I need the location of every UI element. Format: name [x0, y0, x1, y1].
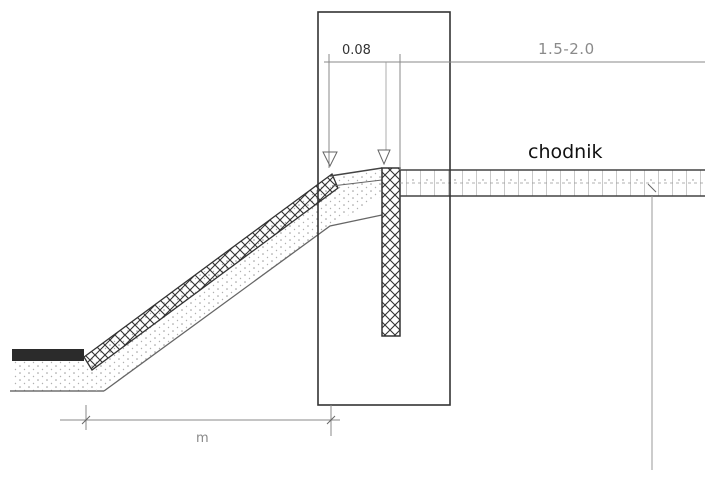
slope-lining: [83, 172, 339, 371]
dimension-bottom: [60, 405, 340, 436]
slope-body: [86, 170, 382, 391]
kerb-plate: [381, 167, 401, 337]
sidewalk-width-label: 1.5-2.0: [538, 40, 595, 58]
kerb-dimension-label: 0.08: [342, 43, 371, 58]
slope-length-label: m: [196, 431, 209, 446]
sidewalk-label: chodnik: [528, 141, 603, 163]
sidewalk-paving: [400, 169, 705, 197]
dimension-top: [322, 54, 705, 470]
detail-frame: [317, 11, 451, 406]
